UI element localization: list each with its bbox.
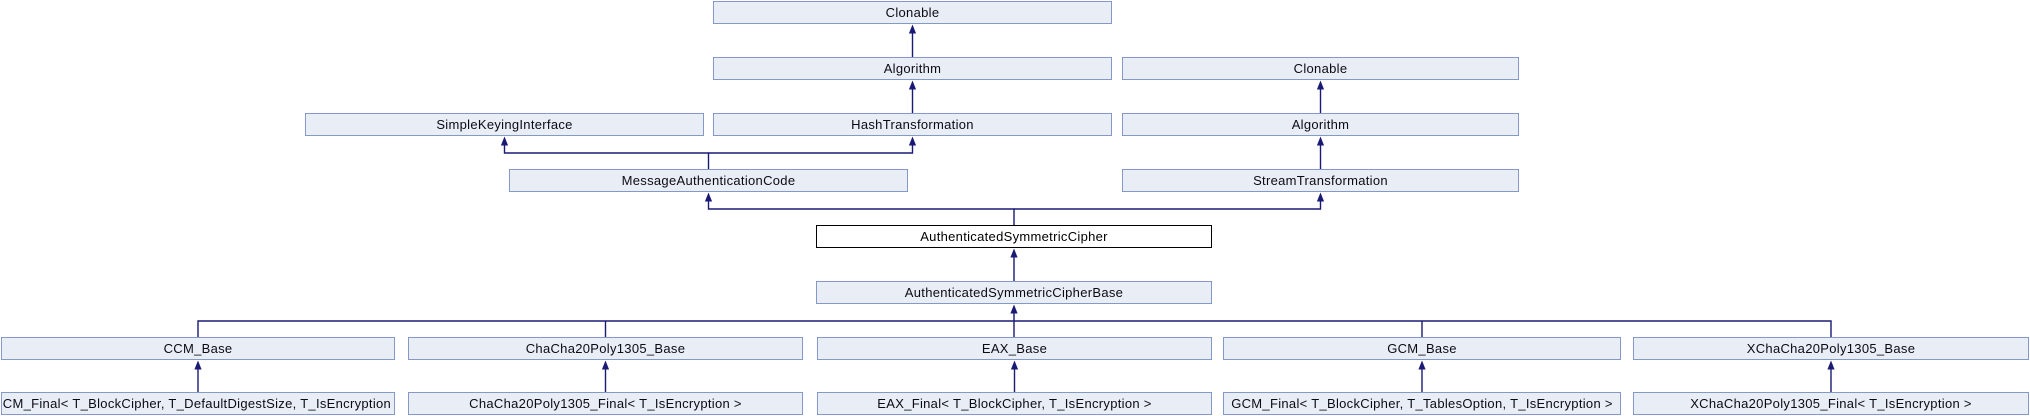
node-clonable-top[interactable]: Clonable xyxy=(713,1,1112,24)
node-algorithm-right[interactable]: Algorithm xyxy=(1122,113,1519,136)
node-clonable-right[interactable]: Clonable xyxy=(1122,57,1519,80)
node-streamtransformation[interactable]: StreamTransformation xyxy=(1122,169,1519,192)
node-xchacha20poly1305-final[interactable]: XChaCha20Poly1305_Final< T_IsEncryption … xyxy=(1633,392,2029,415)
node-authenticatedsymmetriccipherbase[interactable]: AuthenticatedSymmetricCipherBase xyxy=(816,281,1212,304)
node-hashtransformation[interactable]: HashTransformation xyxy=(713,113,1112,136)
node-ccm-base[interactable]: CCM_Base xyxy=(1,337,395,360)
node-simplekeyinginterface[interactable]: SimpleKeyingInterface xyxy=(305,113,704,136)
node-algorithm[interactable]: Algorithm xyxy=(713,57,1112,80)
node-xchacha20poly1305-base[interactable]: XChaCha20Poly1305_Base xyxy=(1633,337,2029,360)
node-gcm-base[interactable]: GCM_Base xyxy=(1223,337,1621,360)
node-ccm-final[interactable]: CCM_Final< T_BlockCipher, T_DefaultDiges… xyxy=(1,392,395,415)
node-chacha20poly1305-final[interactable]: ChaCha20Poly1305_Final< T_IsEncryption > xyxy=(408,392,803,415)
node-messageauthenticationcode[interactable]: MessageAuthenticationCode xyxy=(509,169,908,192)
node-eax-final[interactable]: EAX_Final< T_BlockCipher, T_IsEncryption… xyxy=(817,392,1212,415)
node-gcm-final[interactable]: GCM_Final< T_BlockCipher, T_TablesOption… xyxy=(1223,392,1621,415)
node-authenticatedsymmetriccipher: AuthenticatedSymmetricCipher xyxy=(816,225,1212,248)
node-eax-base[interactable]: EAX_Base xyxy=(817,337,1212,360)
node-chacha20poly1305-base[interactable]: ChaCha20Poly1305_Base xyxy=(408,337,803,360)
